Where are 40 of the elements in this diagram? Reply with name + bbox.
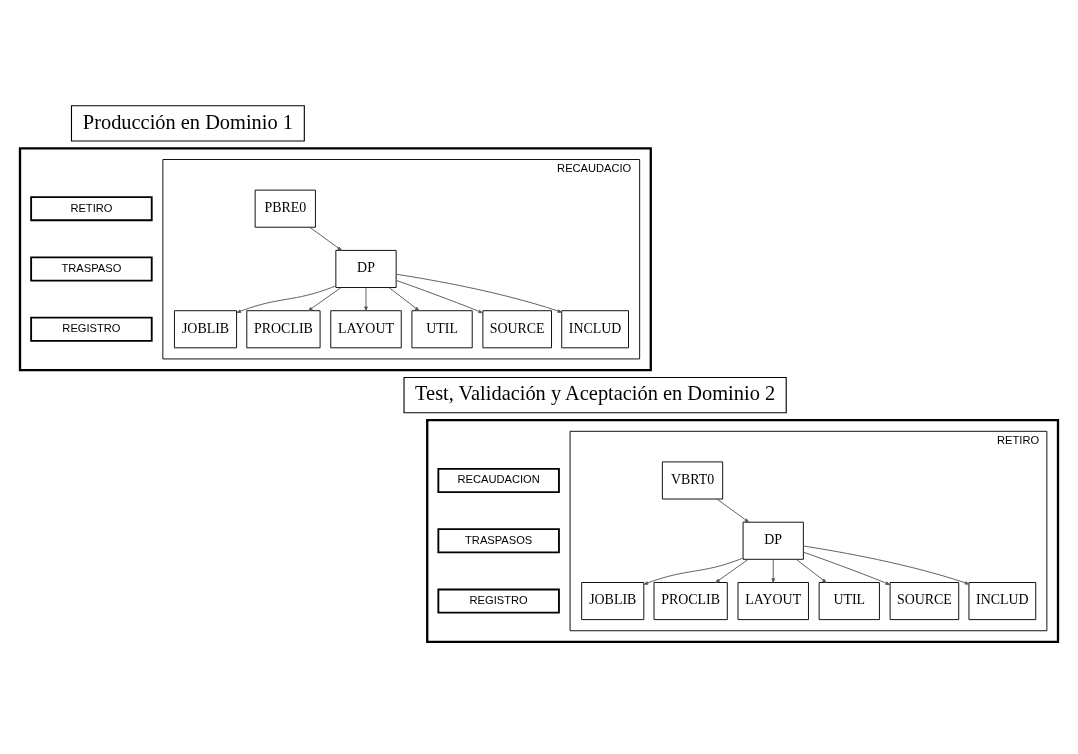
arrow xyxy=(716,498,750,523)
node-box: VBRT0 xyxy=(661,460,724,499)
arrow xyxy=(715,558,749,583)
node-box: JOBLIB xyxy=(174,309,238,348)
node-box: UTIL xyxy=(411,309,473,348)
arrow xyxy=(395,279,483,313)
arrow xyxy=(364,286,368,311)
node-box: INCLUD xyxy=(561,309,629,348)
arrow xyxy=(308,286,342,311)
node-box: PROCLIB xyxy=(653,581,728,620)
node-box: DP xyxy=(335,249,397,288)
arrow xyxy=(395,273,563,313)
node-box: REGISTRO xyxy=(437,588,560,614)
arrow xyxy=(796,558,827,583)
node-box: LAYOUT xyxy=(737,581,809,620)
cluster xyxy=(18,146,652,371)
node-box: LAYOUT xyxy=(330,309,402,348)
node-box: PBRE0 xyxy=(254,189,316,228)
arrow xyxy=(236,284,337,313)
cluster xyxy=(426,418,1060,643)
node-box: TRASPASO xyxy=(30,255,153,281)
node-box: RECAUDACION xyxy=(437,467,560,493)
node-box: SOURCE xyxy=(889,581,960,620)
arrow xyxy=(388,286,420,311)
node-box: PROCLIB xyxy=(246,309,321,348)
node-box: Test, Validación y Aceptación en Dominio 2 xyxy=(403,376,787,413)
node-box: UTIL xyxy=(818,581,880,620)
node-box: JOBLIB xyxy=(581,581,645,620)
node-box: INCLUD xyxy=(968,581,1037,620)
arrow xyxy=(802,551,891,585)
node-box: TRASPASOS xyxy=(437,527,560,553)
node-box: RETIRO xyxy=(30,195,153,221)
node-box: DP xyxy=(742,521,804,560)
node-box: Producción en Dominio 1 xyxy=(70,104,305,141)
arrow xyxy=(803,545,970,585)
node-box: REGISTRO xyxy=(30,316,153,342)
arrow xyxy=(643,557,744,585)
node-box: SOURCE xyxy=(482,309,552,348)
arrow xyxy=(771,558,775,583)
arrow xyxy=(309,226,342,251)
